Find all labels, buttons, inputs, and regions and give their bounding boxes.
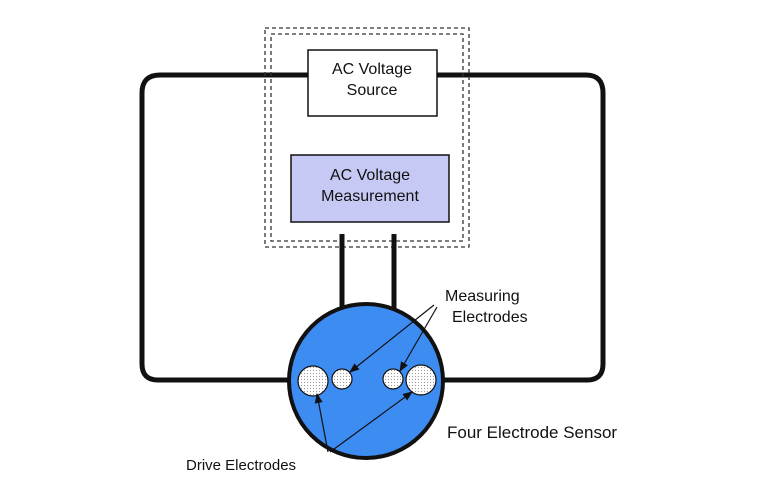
drive-electrode-right: [405, 364, 437, 396]
measurement-label-line1: AC Voltage: [330, 167, 410, 184]
drive-electrode-left: [297, 365, 329, 397]
measurement-label-line2: Measurement: [321, 188, 419, 205]
drive-circuit-wire-right: [432, 72, 606, 383]
instrument-enclosure-inner: [270, 33, 464, 242]
measuring-electrodes-label-line2: Electrodes: [452, 309, 528, 326]
source-label-line2: Source: [347, 82, 398, 99]
ac-voltage-source-box: AC Voltage Source: [307, 49, 438, 117]
measuring-electrode-left: [331, 368, 353, 390]
drive-arrow-left: [314, 393, 329, 453]
measuring-electrodes-label-line1: Measuring: [445, 288, 520, 305]
drive-circuit-wire: [139, 72, 308, 383]
source-label-line1: AC Voltage: [332, 61, 412, 78]
four-electrode-sensor-label: Four Electrode Sensor: [447, 423, 617, 442]
measuring-arrow-left: [349, 304, 435, 373]
drive-electrodes-label: Drive Electrodes: [186, 457, 296, 474]
measuring-arrow-right: [399, 306, 438, 372]
ac-voltage-measurement-box: AC Voltage Measurement: [290, 154, 450, 223]
instrument-enclosure-outer: [264, 27, 470, 248]
drive-arrow-right: [329, 391, 413, 453]
sensor-disc: [287, 302, 445, 460]
measuring-electrode-right: [382, 368, 404, 390]
